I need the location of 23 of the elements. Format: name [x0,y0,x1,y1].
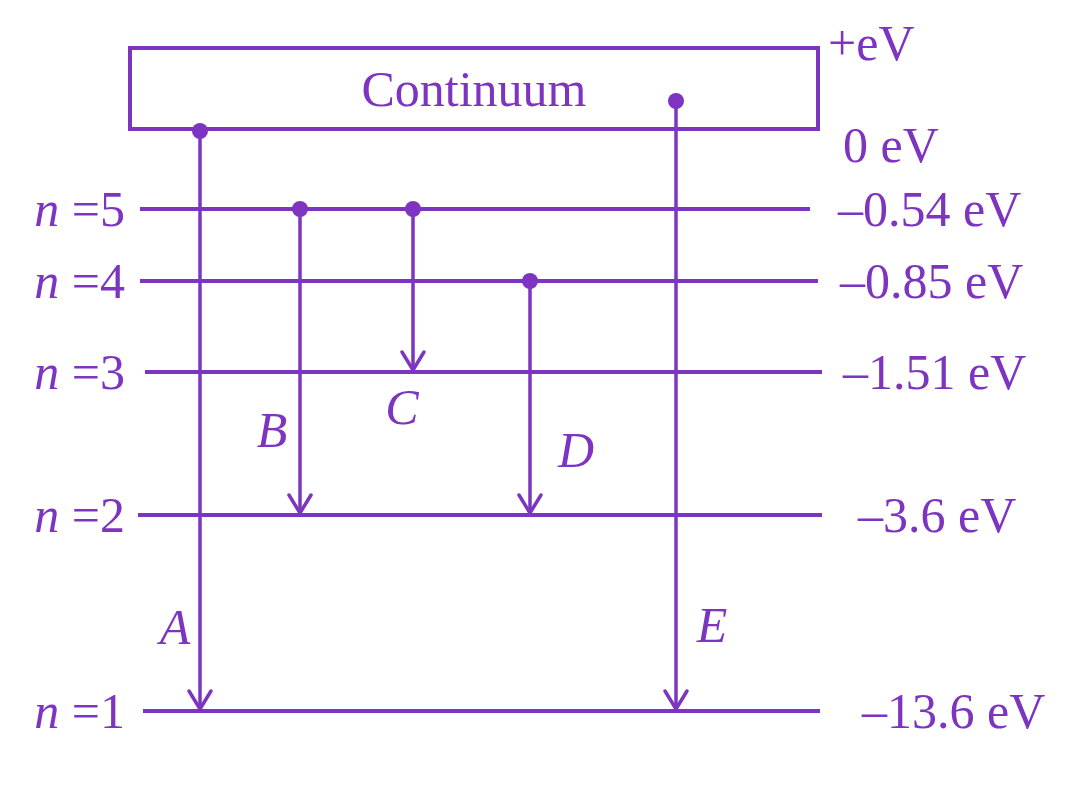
quantum-number-label: n =3 [34,344,125,400]
energy-value-label: –13.6 eV [862,683,1046,739]
quantum-number-label: n =4 [34,253,125,309]
edge-label: B [256,402,288,458]
transition-arrow [663,93,689,711]
edge-label: E [696,597,728,653]
quantum-number-label: n =2 [34,487,125,543]
transition-arrow [400,201,426,372]
edge-label: C [385,379,419,435]
transition-arrow [187,123,213,711]
transition-arrow [287,201,313,515]
edge-label: A [159,599,191,655]
energy-value-label: –0.85 eV [840,253,1024,309]
energy-value-label: 0 eV [843,117,939,173]
continuum-box: Continuum [128,46,820,131]
energy-value-label: –0.54 eV [838,181,1022,237]
quantum-number-label: n =5 [34,181,125,237]
energy-value-label: –1.51 eV [843,344,1027,400]
energy-value-label: +eV [828,15,915,71]
transition-arrow [517,273,543,515]
quantum-number-label: n =1 [34,683,125,739]
energy-value-label: –3.6 eV [858,487,1017,543]
edge-label: D [557,422,595,478]
